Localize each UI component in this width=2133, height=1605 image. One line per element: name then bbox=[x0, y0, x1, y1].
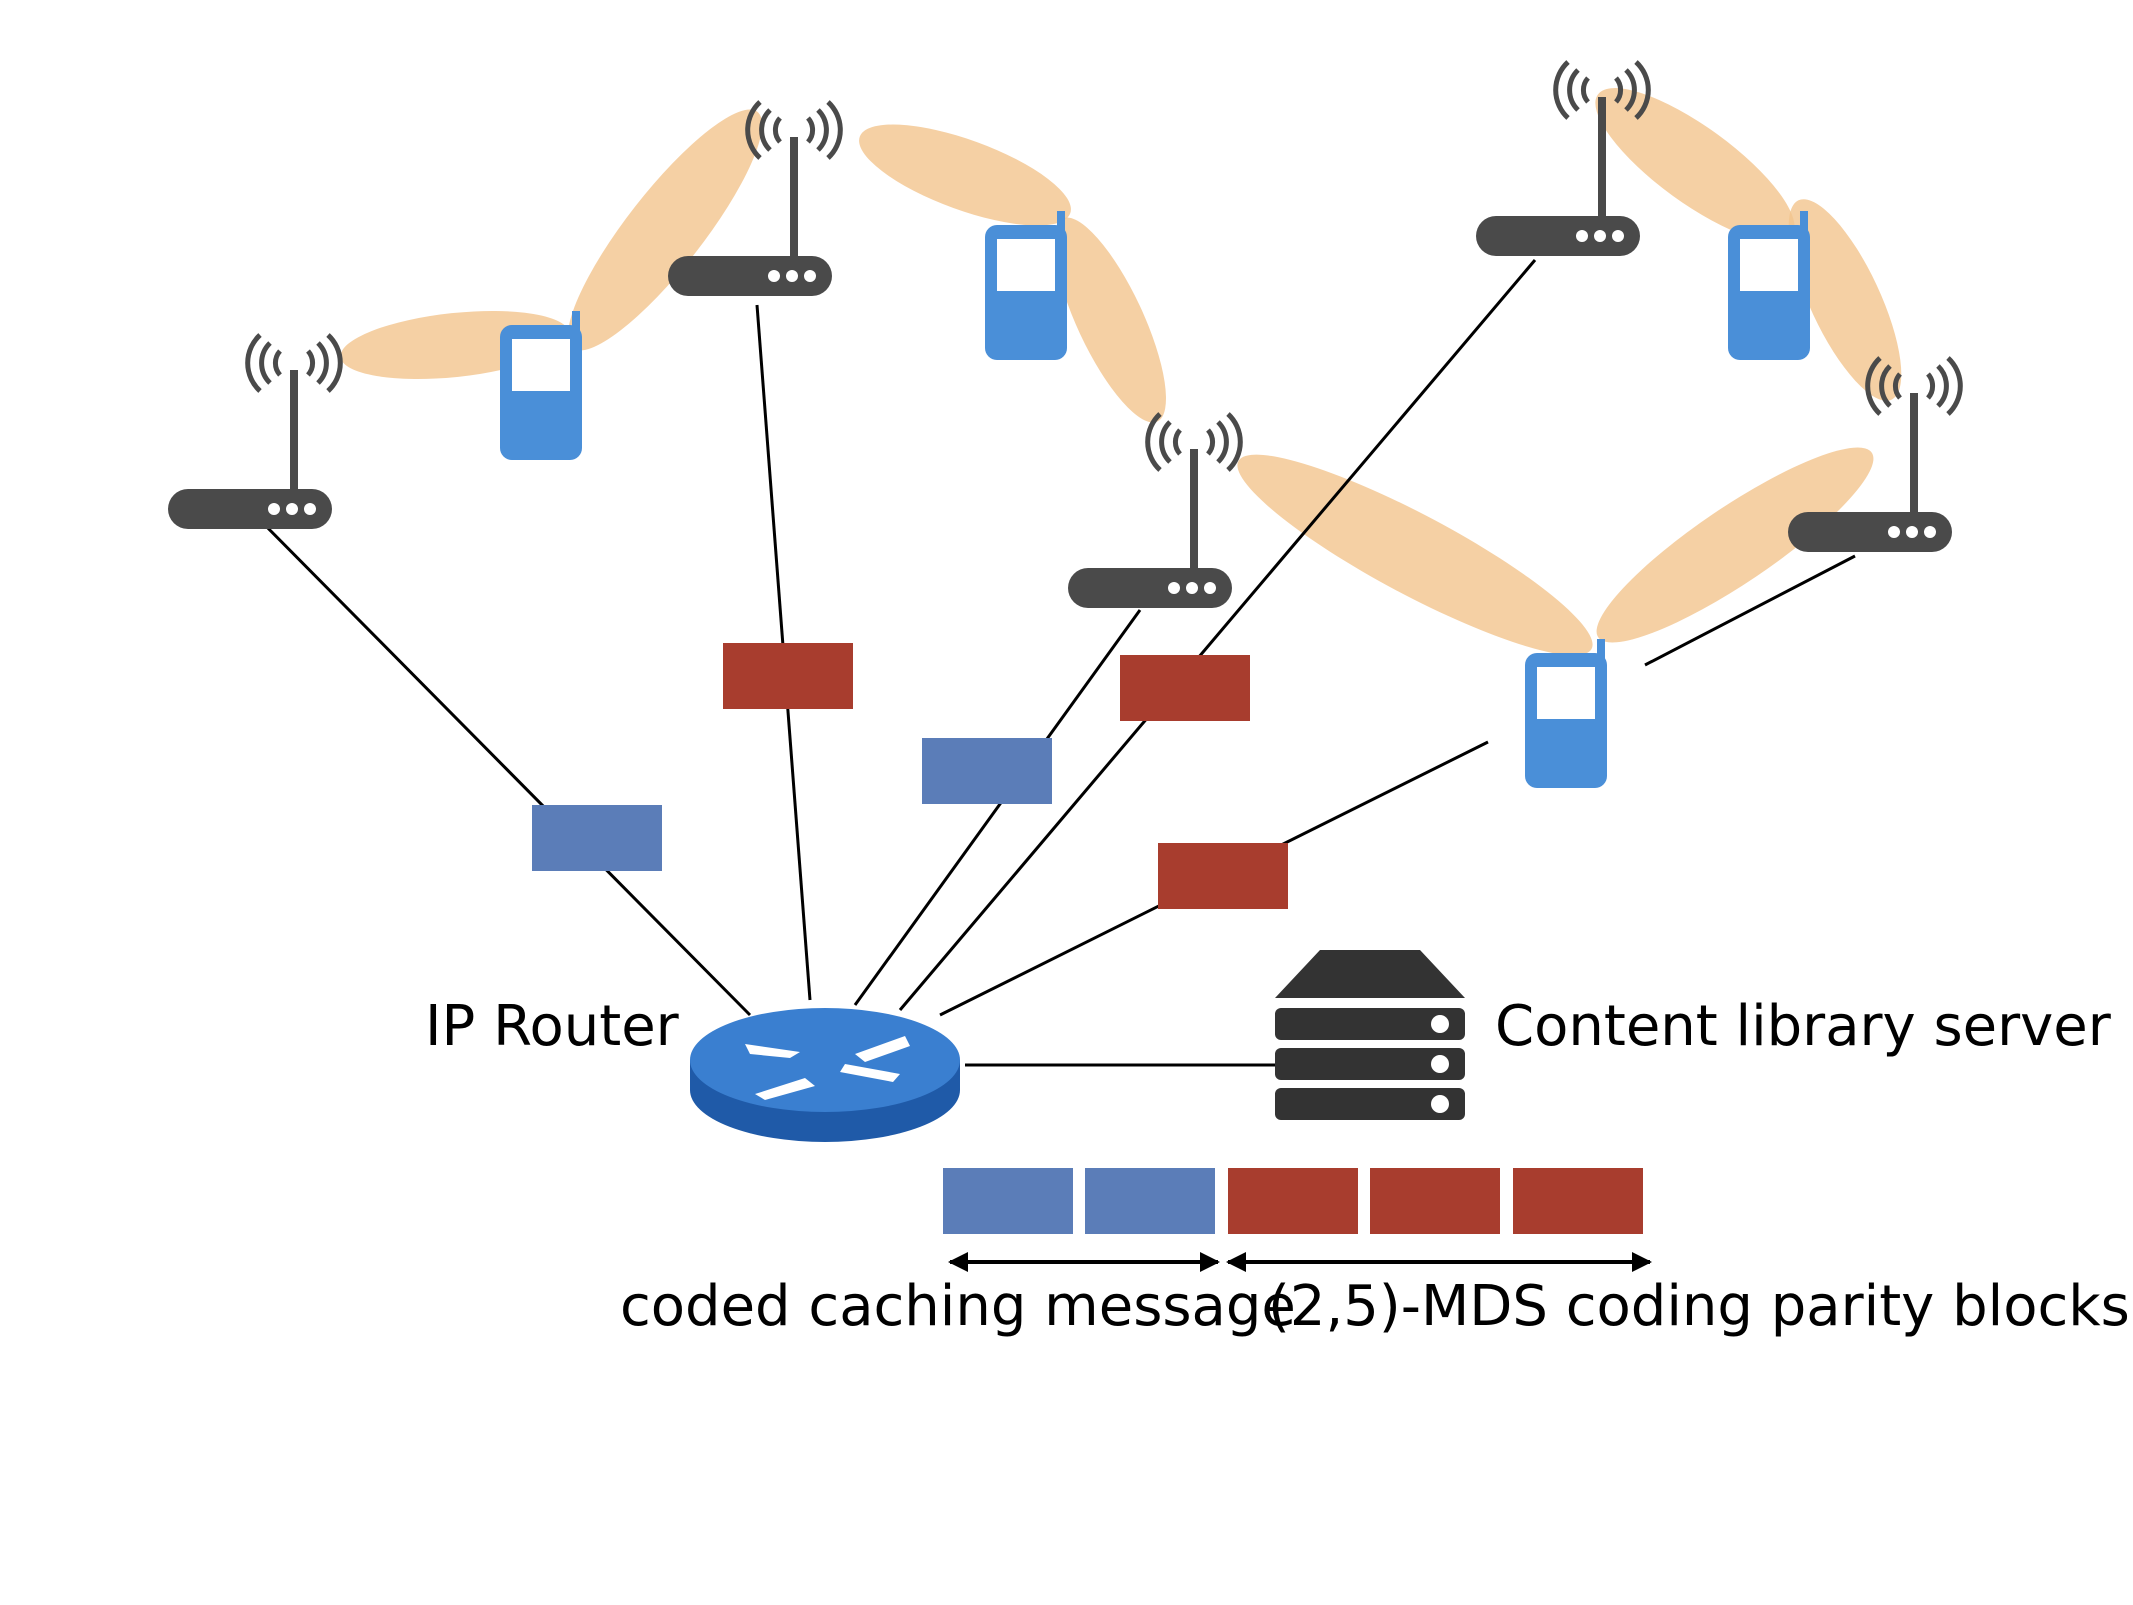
wifi-router-icon bbox=[168, 335, 340, 529]
coverage-zone bbox=[1595, 88, 1795, 242]
wifi-router-icon bbox=[1068, 414, 1240, 608]
coded-caching-block bbox=[943, 1168, 1073, 1234]
coded-caching-block bbox=[532, 805, 662, 871]
coded-caching-arrow bbox=[948, 1252, 1220, 1272]
coded-caching-block bbox=[1085, 1168, 1215, 1234]
network-link bbox=[253, 513, 752, 1017]
mobile-phone-icon bbox=[1525, 639, 1607, 788]
coverage-zone bbox=[1237, 454, 1593, 656]
network-link bbox=[898, 259, 1537, 1011]
parity-block bbox=[1228, 1168, 1358, 1234]
wifi-router-icon bbox=[1476, 62, 1648, 256]
network-link bbox=[853, 609, 1142, 1006]
network-link bbox=[1644, 554, 1856, 667]
parity-block bbox=[1158, 843, 1288, 909]
coverage-zone bbox=[859, 124, 1071, 226]
coded-caching-block bbox=[922, 738, 1052, 804]
coded-caching-label: coded caching message bbox=[620, 1274, 1296, 1339]
ip-router-label: IP Router bbox=[425, 994, 680, 1059]
mds-parity-label: (2,5)-MDS coding parity blocks bbox=[1268, 1274, 2130, 1339]
mobile-phone-icon bbox=[985, 211, 1067, 360]
content-server-label: Content library server bbox=[1495, 994, 2112, 1059]
parity-block bbox=[1370, 1168, 1500, 1234]
server-icon bbox=[1275, 950, 1465, 1120]
network-links bbox=[253, 259, 1856, 1067]
mobile-phone-icon bbox=[1728, 211, 1810, 360]
mds-parity-arrow bbox=[1226, 1252, 1652, 1272]
coverage-zone bbox=[1054, 217, 1166, 423]
parity-block bbox=[723, 643, 853, 709]
ip-router-icon bbox=[690, 1008, 960, 1142]
coverage-zone bbox=[1596, 447, 1874, 643]
coverage-zone bbox=[1788, 199, 1902, 401]
coverage-zone bbox=[567, 109, 763, 351]
parity-block bbox=[1120, 655, 1250, 721]
message-blocks bbox=[532, 643, 1643, 1234]
parity-block bbox=[1513, 1168, 1643, 1234]
mobile-phone-icon bbox=[500, 311, 582, 460]
